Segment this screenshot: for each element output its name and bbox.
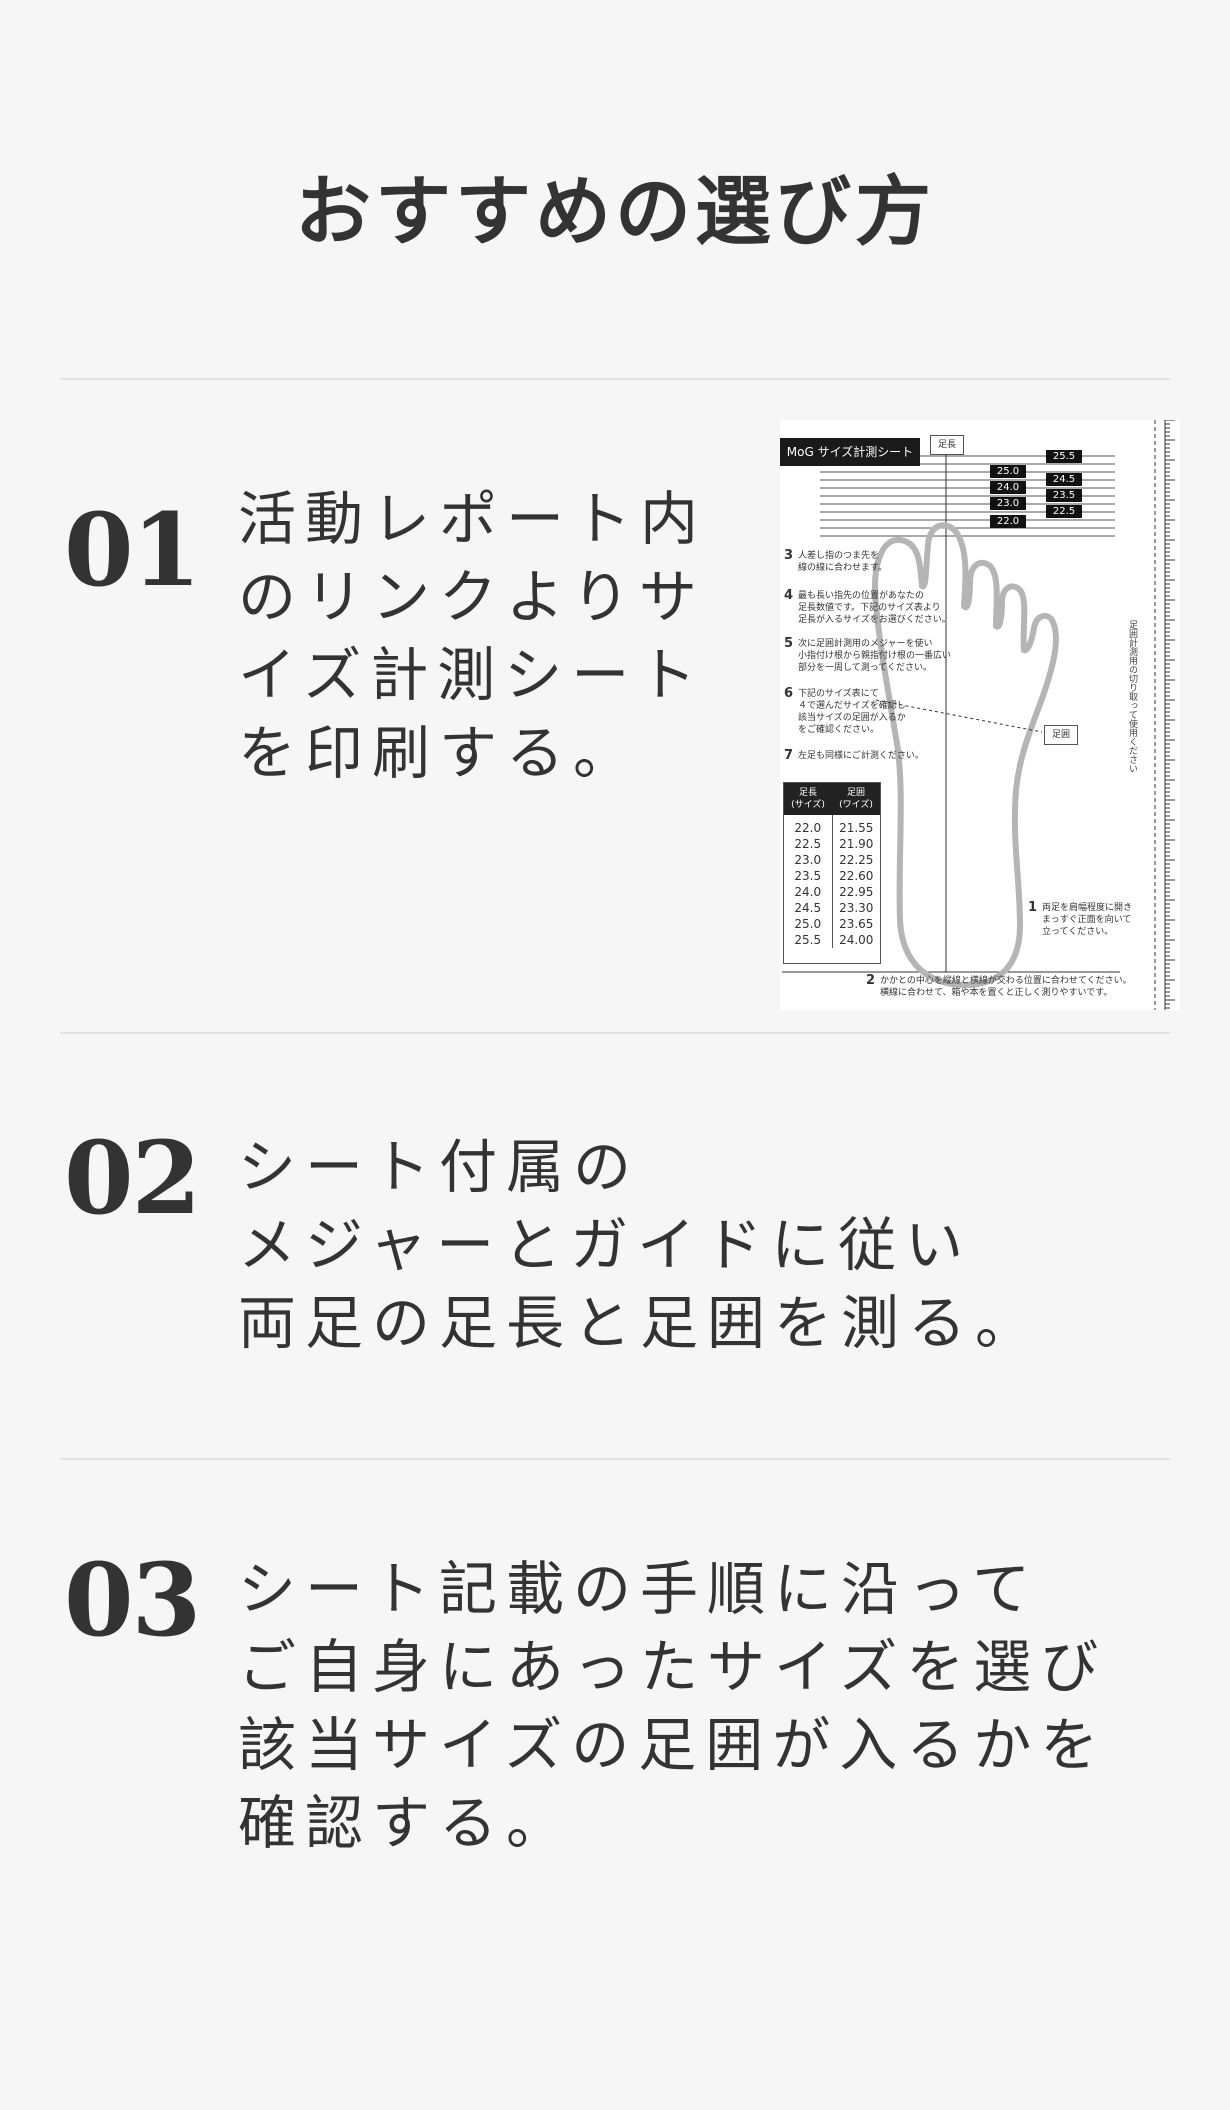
- instruction-line: をご確認ください。: [798, 725, 880, 735]
- instruction-2: 2 かかとの中心を縦線と横線が交わる位置に合わせてください。 横線に合わせて、箱…: [866, 974, 1132, 999]
- step-number-02: 02: [64, 1119, 201, 1237]
- head-text: 足囲: [846, 788, 865, 798]
- size-mark: 23.0: [990, 497, 1026, 510]
- instruction-line: 左足も同様にご計測ください。: [798, 751, 924, 761]
- size-cell: 23.0: [794, 853, 822, 867]
- size-cell: 22.0: [794, 821, 822, 835]
- step-02-line: シート付属の: [238, 1133, 641, 1201]
- divider-top: [60, 378, 1170, 380]
- size-table-header: 足長 (サイズ) 足囲 (ワイズ): [784, 783, 880, 815]
- step-03-line: シート記載の手順に沿って: [238, 1555, 1040, 1623]
- head-text: (サイズ): [791, 800, 825, 810]
- size-mark: 23.5: [1046, 489, 1082, 502]
- girth-cell: 22.60: [839, 869, 874, 883]
- instruction-line: 該当サイズの足囲が入るか: [798, 713, 906, 723]
- step-01-text: 活動レポート内 のリンクよりサ イズ計測シート を印刷する。: [238, 480, 707, 792]
- girth-cell: 23.65: [839, 917, 874, 931]
- instruction-5: 5 次に足囲計測用のメジャーを使い 小指付け根から親指付け根の一番広い 部分を一…: [784, 637, 952, 674]
- size-mark: 22.0: [990, 515, 1026, 528]
- size-table-body: 22.0 22.5 23.0 23.5 24.0 24.5 25.0 25.5 …: [784, 815, 880, 948]
- girth-cell: 23.30: [839, 901, 874, 915]
- size-mark: 22.5: [1046, 505, 1082, 518]
- instruction-line: 両足を肩幅程度に開き: [1042, 903, 1133, 913]
- head-text: (ワイズ): [839, 800, 873, 810]
- step-01-line: のリンクよりサ: [238, 563, 706, 631]
- size-mark: 24.0: [990, 481, 1026, 494]
- instruction-line: ４で選んだサイズを確認し: [798, 701, 906, 711]
- size-cell: 25.0: [794, 917, 822, 931]
- instruction-4: 4 最も長い指先の位置があなたの 足長数値です。下記のサイズ表より 足長が入るサ…: [784, 589, 951, 626]
- foot-girth-label: 足囲: [1044, 725, 1078, 745]
- size-measurement-sheet-image: MoG サイズ計測シート 足長 足囲 25.5 25.0 24.5 24.0 2…: [780, 420, 1180, 1010]
- step-03-line: ご自身にあったサイズを選び: [238, 1633, 1108, 1701]
- girth-cell: 24.00: [839, 933, 874, 947]
- step-number-03: 03: [64, 1541, 201, 1659]
- instruction-line: 部分を一周して測ってください。: [798, 663, 933, 673]
- instruction-6: 6 下記のサイズ表にて ４で選んだサイズを確認し 該当サイズの足囲が入るか をご…: [784, 687, 906, 736]
- size-cell: 24.0: [794, 885, 822, 899]
- size-cell: 25.5: [794, 933, 822, 947]
- step-02-text: シート付属の メジャーとガイドに従い 両足の足長と足囲を測る。: [238, 1128, 1042, 1362]
- size-table-head-length: 足長 (サイズ): [784, 783, 832, 815]
- step-number-01: 01: [64, 491, 201, 609]
- girth-cell: 21.55: [839, 821, 874, 835]
- instruction-line: 最も長い指先の位置があなたの: [798, 591, 925, 601]
- instruction-line: 足長数値です。下記のサイズ表より: [798, 603, 941, 613]
- sheet-title: MoG サイズ計測シート: [780, 438, 920, 466]
- instruction-number: 5: [784, 636, 794, 651]
- step-01-line: 活動レポート内: [238, 485, 708, 553]
- girth-column: 21.55 21.90 22.25 22.60 22.95 23.30 23.6…: [833, 815, 881, 948]
- instruction-line: 足長が入るサイズをお選びください。: [798, 615, 951, 625]
- instruction-line: 小指付け根から親指付け根の一番広い: [798, 651, 952, 661]
- step-03-line: 該当サイズの足囲が入るかを: [238, 1711, 1108, 1779]
- divider-1: [60, 1032, 1170, 1034]
- instruction-line: まっすぐ正面を向いて: [1042, 915, 1132, 925]
- step-03-line: 確認する。: [238, 1789, 574, 1857]
- head-text: 足長: [798, 788, 817, 798]
- instruction-3: 3 人差し指のつま先を 線の線に合わせます。: [784, 549, 888, 574]
- instruction-line: 線の線に合わせます。: [798, 563, 888, 573]
- instruction-number: 7: [784, 748, 794, 763]
- size-cell: 23.5: [794, 869, 822, 883]
- step-01-line: を印刷する。: [238, 719, 641, 787]
- size-cell: 24.5: [794, 901, 822, 915]
- size-mark: 25.0: [990, 465, 1026, 478]
- girth-cell: 22.95: [839, 885, 874, 899]
- instruction-line: かかとの中心を縦線と横線が交わる位置に合わせてください。: [880, 976, 1132, 986]
- instruction-1: 1 両足を肩幅程度に開き まっすぐ正面を向いて 立ってください。: [1028, 901, 1133, 938]
- step-03-text: シート記載の手順に沿って ご自身にあったサイズを選び 該当サイズの足囲が入るかを…: [238, 1550, 1107, 1862]
- size-table-head-girth: 足囲 (ワイズ): [832, 783, 880, 815]
- instruction-line: 次に足囲計測用のメジャーを使い: [798, 639, 933, 649]
- instruction-line: 人差し指のつま先を: [798, 551, 880, 561]
- step-02-line: 両足の足長と足囲を測る。: [238, 1289, 1043, 1357]
- girth-cell: 22.25: [839, 853, 874, 867]
- instruction-number: 2: [866, 973, 876, 988]
- size-column: 22.0 22.5 23.0 23.5 24.0 24.5 25.0 25.5: [784, 815, 833, 948]
- sheet-graphics: [782, 420, 1175, 1010]
- size-table: 足長 (サイズ) 足囲 (ワイズ) 22.0 22.5 23.0 23.5 24…: [783, 782, 881, 964]
- divider-2: [60, 1458, 1170, 1460]
- size-mark: 25.5: [1046, 450, 1082, 463]
- page-title: おすすめの選び方: [295, 167, 935, 256]
- instruction-7: 7 左足も同様にご計測ください。: [784, 749, 924, 762]
- instruction-line: 立ってください。: [1042, 927, 1114, 937]
- instruction-line: 横線に合わせて、箱や本を置くと正しく測りやすいです。: [880, 988, 1113, 998]
- girth-cell: 21.90: [839, 837, 874, 851]
- instruction-number: 4: [784, 588, 794, 603]
- instruction-line: 下記のサイズ表にて: [798, 689, 879, 699]
- step-01-line: イズ計測シート: [238, 641, 706, 709]
- instruction-number: 3: [784, 548, 794, 563]
- vertical-note: 足囲計測用の切り取って使用ください: [1127, 620, 1137, 773]
- foot-length-label: 足長: [930, 435, 964, 455]
- instruction-number: 6: [784, 686, 794, 701]
- instruction-number: 1: [1028, 900, 1038, 915]
- step-02-line: メジャーとガイドに従い: [238, 1211, 973, 1279]
- size-mark: 24.5: [1046, 473, 1082, 486]
- size-cell: 22.5: [794, 837, 822, 851]
